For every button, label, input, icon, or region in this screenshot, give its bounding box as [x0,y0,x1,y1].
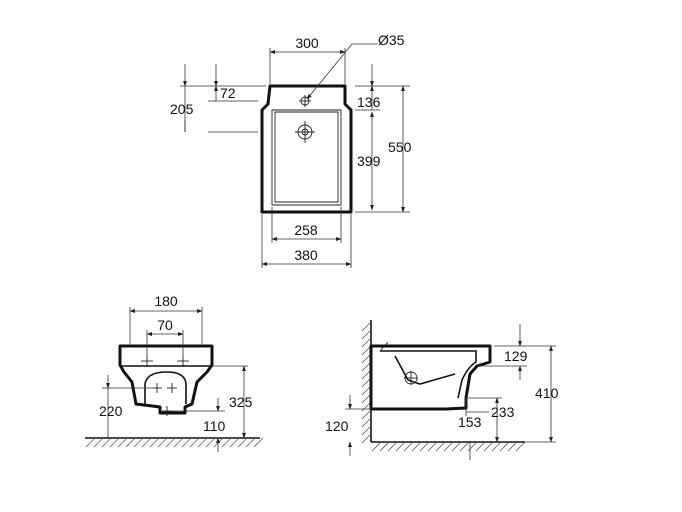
hatch-stroke [229,437,240,448]
hatch-stroke [361,433,372,444]
hatch-stroke [387,441,398,452]
dim-diameter-35: Ø35 [378,32,405,48]
dim-410: 410 [535,385,559,401]
hatch-stroke [379,441,390,452]
hatch-stroke [221,437,232,448]
dim-136: 136 [357,94,381,110]
top-view-inner-bowl-2 [274,111,339,203]
dim-220: 220 [99,403,123,419]
hatch-stroke [213,437,224,448]
dim-180: 180 [154,293,178,309]
dim-120: 120 [325,418,349,434]
dim-380: 380 [294,247,318,263]
side-view: 129 410 120 153 233 [325,320,559,460]
hatch-stroke [419,441,430,452]
hatch-stroke [395,441,406,452]
dim-70: 70 [157,317,173,333]
front-view-outline [118,344,214,415]
side-floor-hatch [371,441,526,452]
hatch-stroke [361,329,372,340]
hatch-stroke [237,437,248,448]
top-view-outline [260,84,353,214]
hatch-stroke [499,441,510,452]
hatch-stroke [173,437,184,448]
side-view-outline [369,344,492,411]
dim-300: 300 [295,35,319,51]
hatch-stroke [443,441,454,452]
hatch-stroke [109,437,120,448]
hatch-stroke [371,441,382,452]
hatch-stroke [467,441,478,452]
hatch-stroke [451,441,462,452]
wall-hatch [361,321,372,444]
hatch-stroke [515,441,526,452]
dim-258: 258 [294,222,318,238]
hatch-stroke [149,437,160,448]
dim-550: 550 [388,139,412,155]
hatch-stroke [435,441,446,452]
hatch-stroke [507,441,518,452]
hatch-stroke [125,437,136,448]
hatch-stroke [411,441,422,452]
hatch-stroke [101,437,112,448]
dim-399: 399 [357,153,381,169]
dim-110: 110 [203,418,226,434]
top-view: 300 Ø35 72 205 136 399 550 258 380 [170,32,412,268]
dim-205: 205 [170,101,194,117]
hatch-stroke [361,425,372,436]
front-view: 180 70 220 325 110 [85,293,264,452]
hatch-stroke [85,437,96,448]
hatch-stroke [165,437,176,448]
hatch-stroke [197,437,208,448]
hatch-stroke [253,437,264,448]
hatch-stroke [181,437,192,448]
dim-129: 129 [504,348,528,364]
hatch-stroke [483,441,494,452]
hatch-stroke [361,417,372,428]
dim-325: 325 [229,394,253,410]
hatch-stroke [361,409,372,420]
hatch-stroke [403,441,414,452]
fixing-hole-icon [141,355,189,416]
hatch-stroke [459,441,470,452]
hatch-stroke [245,437,256,448]
hatch-stroke [189,437,200,448]
dim-153: 153 [458,414,482,430]
dim-72: 72 [220,85,236,101]
dim-233: 233 [491,404,515,420]
hatch-stroke [205,437,216,448]
hatch-stroke [133,437,144,448]
hatch-stroke [93,437,104,448]
front-floor-hatch [85,437,264,448]
hatch-stroke [361,321,372,332]
hatch-stroke [491,441,502,452]
hatch-stroke [475,441,486,452]
top-view-inner-bowl [271,109,342,206]
hatch-stroke [157,437,168,448]
hatch-stroke [361,337,372,348]
hatch-stroke [427,441,438,452]
hatch-stroke [141,437,152,448]
hatch-stroke [117,437,128,448]
